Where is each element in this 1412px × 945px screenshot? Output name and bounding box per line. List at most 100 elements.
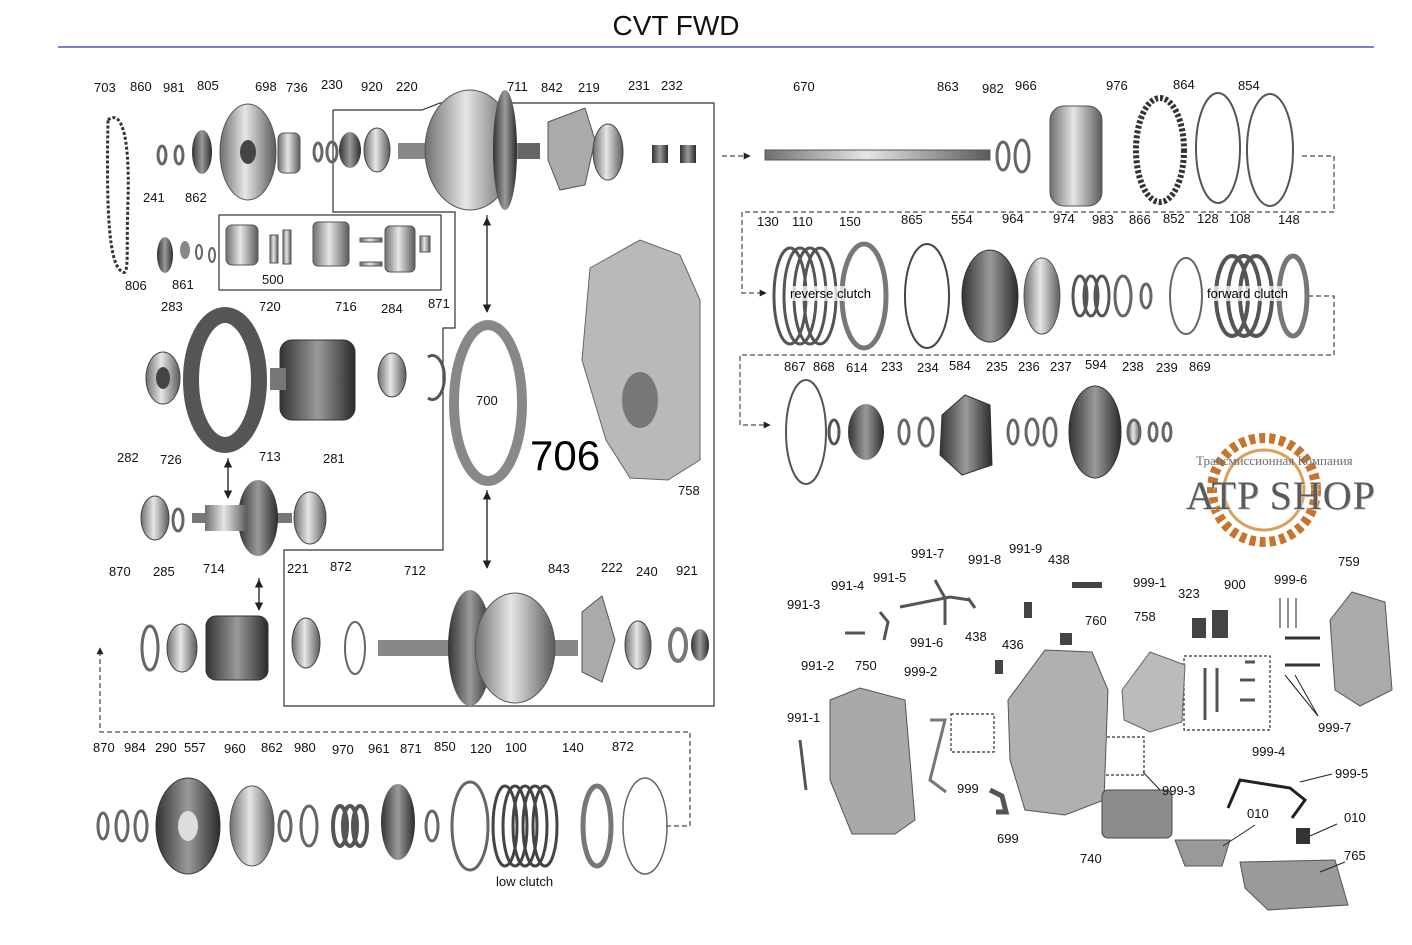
- part-label: 670: [793, 79, 815, 94]
- part-966-hub: [1049, 105, 1103, 207]
- part-716-differential: [270, 339, 356, 421]
- part-594-ring-gear: [1068, 385, 1122, 479]
- part-label: 999-4: [1252, 744, 1286, 759]
- flow-arrows: [96, 152, 1335, 827]
- part-233-234: [897, 416, 935, 448]
- part-label: 980: [294, 740, 316, 755]
- part-label: 241: [143, 190, 165, 205]
- part-label: 991-3: [787, 597, 821, 612]
- part-label: 991-6: [910, 635, 944, 650]
- part-label: 221: [287, 561, 309, 576]
- part-713-gear-shaft: [192, 480, 292, 556]
- part-label: 720: [259, 299, 281, 314]
- part-label: 871: [400, 741, 422, 756]
- part-label: 712: [404, 563, 426, 578]
- part-label: 698: [255, 79, 277, 94]
- part-label: 108: [1229, 211, 1251, 226]
- part-label: 150: [839, 214, 861, 229]
- part-100-clutch-pack: [491, 784, 559, 868]
- part-label: 010: [1344, 810, 1366, 825]
- part-label: 759: [1338, 554, 1360, 569]
- part-698-disc: [219, 103, 277, 201]
- atp-shop-logo-gear: [1207, 433, 1321, 547]
- part-976-sprag: [1133, 95, 1187, 205]
- part-label: 232: [661, 78, 683, 93]
- part-label: 736: [286, 80, 308, 95]
- part-871-snap-ring: [427, 354, 446, 401]
- box-999-3: [1101, 736, 1145, 776]
- part-736-bearing: [277, 132, 301, 174]
- part-label: 716: [335, 299, 357, 314]
- part-label: 864: [1173, 77, 1195, 92]
- part-759-cover: [1329, 591, 1393, 707]
- part-label: 703: [94, 80, 116, 95]
- part-712-secondary-pulley: [378, 590, 578, 706]
- planetary-500-box: [218, 214, 442, 291]
- part-label: 852: [1163, 211, 1185, 226]
- part-970-springs: [331, 804, 369, 848]
- part-864-854: [1195, 92, 1294, 207]
- part-label: 285: [153, 564, 175, 579]
- part-label: 805: [197, 78, 219, 93]
- part-label: 991-7: [911, 546, 945, 561]
- part-983-866-852: [1113, 257, 1203, 335]
- part-label: 726: [160, 452, 182, 467]
- part-label: 235: [986, 359, 1008, 374]
- part-961-retainer: [381, 784, 415, 860]
- part-label: 438: [1048, 552, 1070, 567]
- part-label: 760: [1085, 613, 1107, 628]
- part-label: 231: [628, 78, 650, 93]
- part-label: 991-5: [873, 570, 907, 585]
- part-700-belt: [449, 320, 527, 486]
- part-label: 594: [1085, 357, 1107, 372]
- part-960-piston: [229, 785, 275, 867]
- part-999-4-bolts: [1203, 660, 1255, 720]
- part-label: 230: [321, 77, 343, 92]
- part-920-220-bearings: [339, 127, 391, 173]
- part-label: 758: [678, 483, 700, 498]
- part-label: 863: [937, 79, 959, 94]
- part-label: 714: [203, 561, 225, 576]
- part-label: 854: [1238, 78, 1260, 93]
- part-765-oil-pan: [1239, 859, 1349, 911]
- brand-tagline: Трансмиссионная Компания: [1196, 453, 1353, 468]
- part-label: 991-8: [968, 552, 1002, 567]
- part-label: 991-1: [787, 710, 821, 725]
- callout-reverse-clutch: reverse clutch: [788, 286, 873, 301]
- part-label: 964: [1002, 211, 1024, 226]
- part-872-ring: [344, 621, 366, 675]
- part-label: 750: [855, 658, 877, 673]
- part-label: 991-9: [1009, 541, 1043, 556]
- part-284-bearing: [377, 352, 407, 398]
- part-label: 436: [1002, 637, 1024, 652]
- part-label: 999: [957, 781, 979, 796]
- part-label: 323: [1178, 586, 1200, 601]
- callout-low-clutch: low clutch: [496, 874, 554, 889]
- part-label: 237: [1050, 359, 1072, 374]
- part-label: 860: [130, 79, 152, 94]
- part-label: 999-2: [904, 664, 938, 679]
- part-863-982: [995, 138, 1031, 174]
- part-label: 010: [1247, 806, 1269, 821]
- part-label: 900: [1224, 577, 1246, 592]
- part-140-plate: [580, 783, 614, 869]
- part-label: 867: [784, 359, 806, 374]
- part-label: 842: [541, 80, 563, 95]
- leader-lines: [1142, 598, 1346, 873]
- part-285-bearing: [166, 623, 198, 673]
- part-label: 961: [368, 741, 390, 756]
- assembly-arrows: [223, 215, 492, 611]
- part-label: 871: [428, 296, 450, 311]
- part-label: 974: [1053, 211, 1075, 226]
- part-label: 711: [507, 79, 528, 94]
- part-241-861-gear: [157, 237, 216, 273]
- part-label: 984: [124, 740, 146, 755]
- part-label: 100: [505, 740, 527, 755]
- part-label: 283: [161, 299, 183, 314]
- part-219-bearing: [592, 123, 624, 181]
- part-584-carrier: [939, 394, 993, 476]
- part-282-bearing: [140, 495, 170, 541]
- brand-logo-text: ATP SHOP: [1186, 473, 1376, 518]
- part-label: 862: [185, 190, 207, 205]
- part-label: 806: [125, 278, 147, 293]
